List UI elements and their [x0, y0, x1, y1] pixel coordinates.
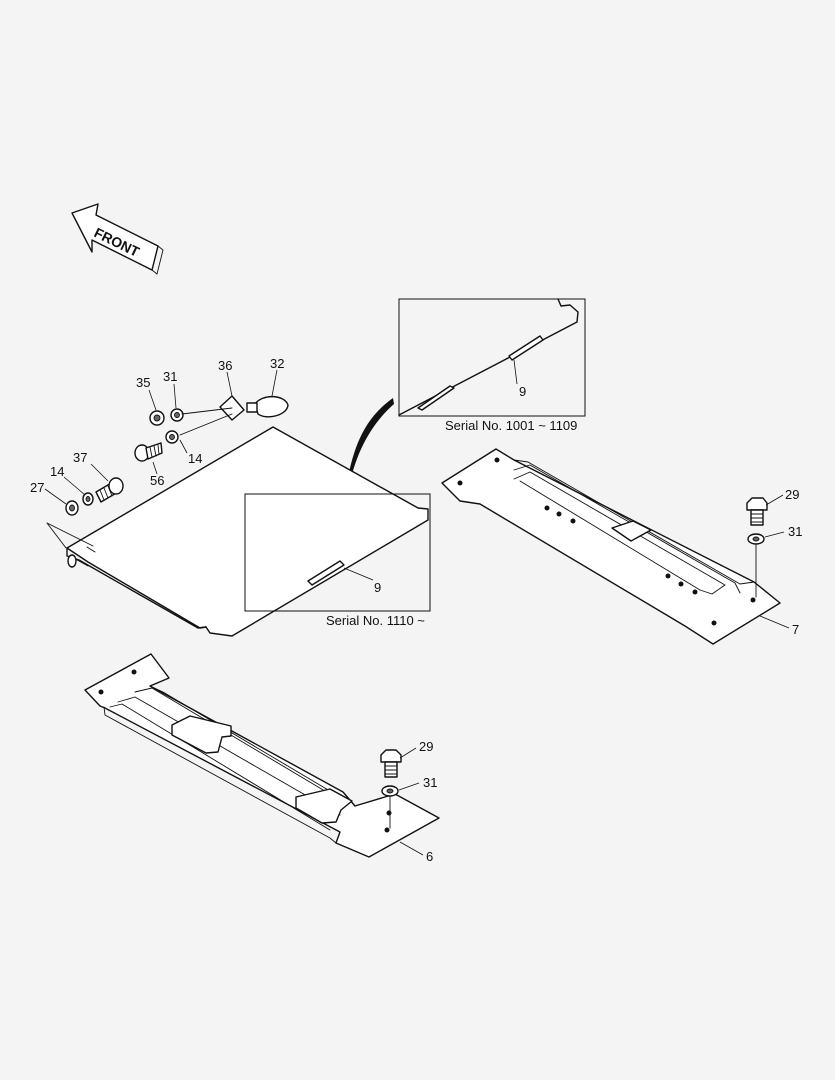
callout-14-left: 14: [50, 464, 64, 479]
hardware-left: [65, 477, 124, 516]
callout-27: 27: [30, 480, 44, 495]
callout-7: 7: [792, 622, 799, 637]
callout-32: 32: [270, 356, 284, 371]
inset-box-upper: 9 Serial No. 1001 ~ 1109: [398, 298, 586, 433]
front-arrow: FRONT: [71, 203, 164, 275]
hardware-upper: [134, 395, 289, 462]
callout-37: 37: [73, 450, 87, 465]
callout-29-right: 29: [785, 487, 799, 502]
serial-upper: Serial No. 1001 ~ 1109: [445, 418, 577, 433]
callout-14-upper: 14: [188, 451, 202, 466]
callout-31-upper: 31: [163, 369, 177, 384]
callouts: 35 31 36 32 14 56 37 14 27 29 31 7 29 31…: [30, 356, 802, 864]
callout-29-bottom: 29: [419, 739, 433, 754]
callout-9-upper: 9: [519, 384, 526, 399]
callout-31-right: 31: [788, 524, 802, 539]
leader-lines: [44, 369, 790, 856]
cover-plate: [46, 426, 429, 637]
inset-box-lower: 9 Serial No. 1110 ~: [244, 493, 431, 628]
callout-56: 56: [150, 473, 164, 488]
serial-lower: Serial No. 1110 ~: [326, 613, 425, 628]
rail-part-6: [84, 653, 440, 858]
callout-31-bottom: 31: [423, 775, 437, 790]
callout-36: 36: [218, 358, 232, 373]
callout-9-lower: 9: [374, 580, 381, 595]
rail-part-7: [441, 448, 781, 645]
callout-6: 6: [426, 849, 433, 864]
callout-35: 35: [136, 375, 150, 390]
hardware-right: [746, 497, 768, 598]
hardware-bottom: [380, 749, 402, 829]
